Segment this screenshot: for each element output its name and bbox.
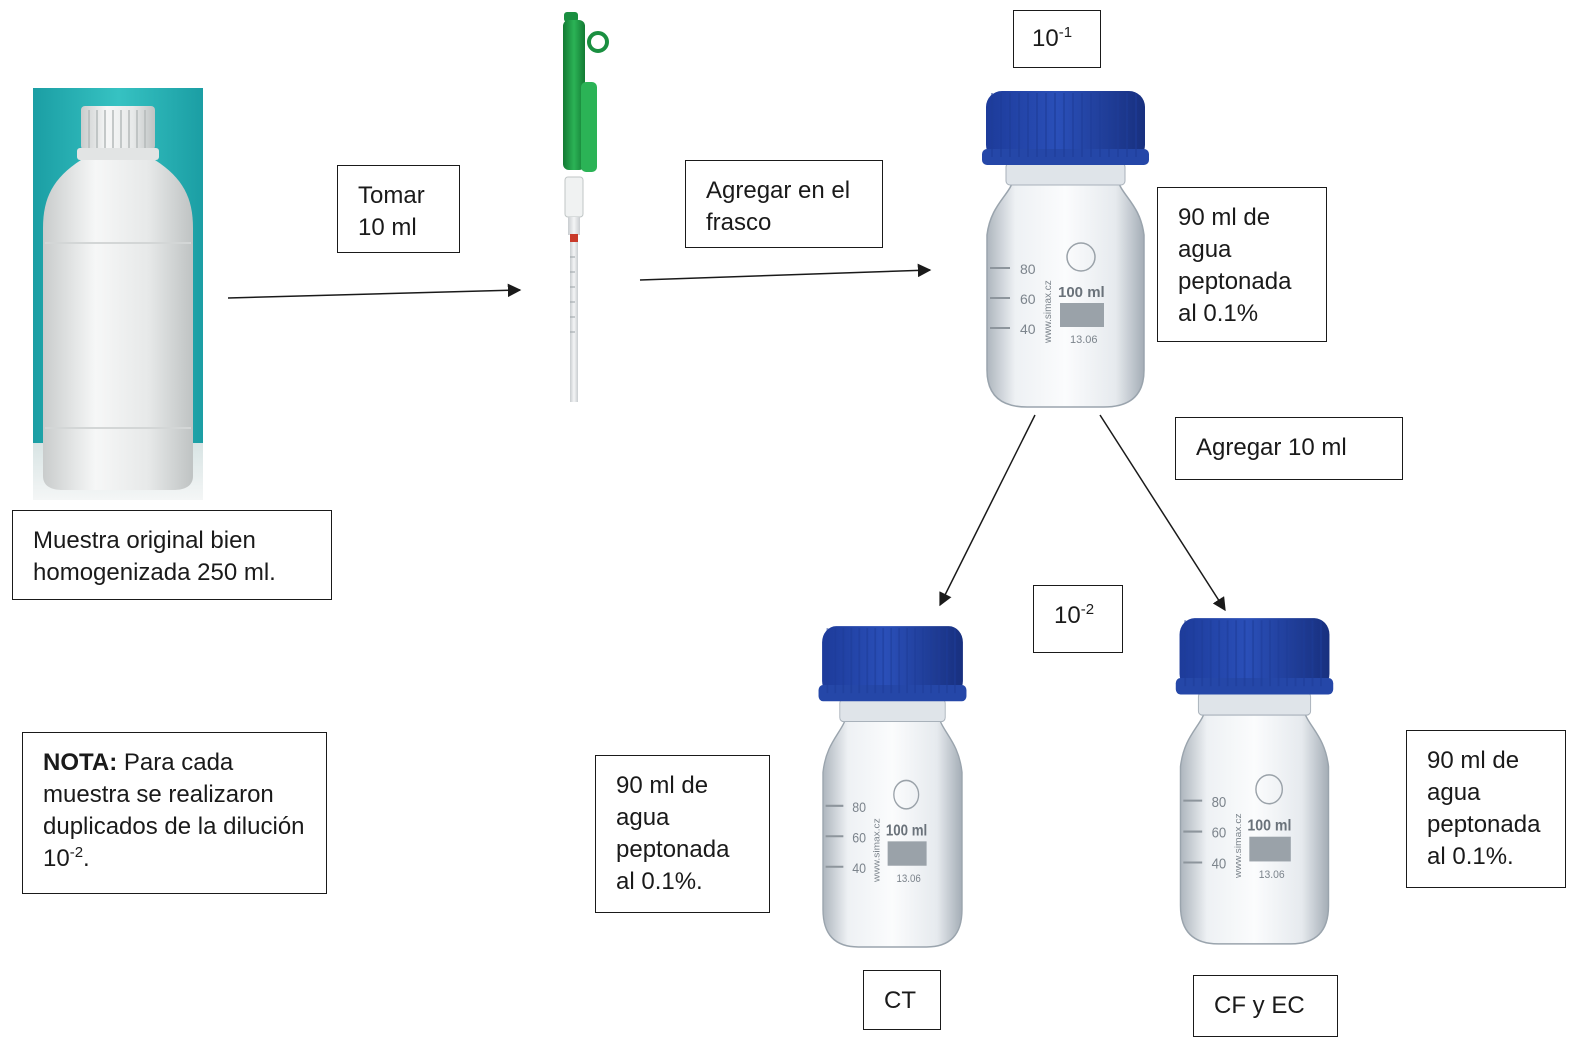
note-text: Para cada muestra se realizaron duplicad…: [43, 749, 305, 872]
cf-ec-label: CF y EC: [1193, 975, 1338, 1037]
water-right-label: 90 ml de agua peptonada al 0.1%.: [1406, 730, 1566, 888]
sample-label-text: Muestra original bien homogenizada 250 m…: [33, 527, 276, 586]
ct-label: CT: [863, 970, 941, 1030]
graduation-60: 60: [852, 830, 866, 846]
volume-print: 100 ml: [1247, 818, 1291, 835]
note-bold-label: NOTA:: [43, 749, 118, 776]
add-10ml-label: Agregar 10 ml: [1175, 417, 1403, 480]
brand-print: www.simax.cz: [1233, 813, 1243, 879]
pipette-controller-image: [563, 12, 609, 402]
dilution-10-1-label: 10-1: [1013, 10, 1101, 68]
take-10ml-label: Tomar 10 ml: [337, 165, 460, 253]
note-box: NOTA: Para cada muestra se realizaron du…: [22, 732, 327, 894]
lab-bottle-ct-image: 80 60 40 www.simax.cz 100 ml 13.06: [818, 626, 967, 948]
sample-bottle-image: [33, 88, 203, 500]
code-print: 13.06: [1070, 334, 1098, 346]
ct-text: CT: [884, 987, 916, 1014]
graduation-40: 40: [1212, 855, 1227, 872]
note-exponent: -2: [69, 844, 84, 861]
add-to-flask-text: Agregar en el frasco: [706, 177, 851, 236]
arrow-bottle-to-cfec: [1099, 414, 1226, 612]
water-left-label: 90 ml de agua peptonada al 0.1%.: [595, 755, 770, 913]
volume-print: 100 ml: [1058, 284, 1105, 301]
arrow-pipette-to-bottle: [639, 263, 932, 281]
lab-bottle-cfec-image: 80 60 40 www.simax.cz 100 ml 13.06: [1175, 618, 1334, 945]
graduation-80: 80: [1020, 261, 1036, 277]
graduation-40: 40: [1020, 321, 1036, 337]
add-10ml-text: Agregar 10 ml: [1196, 434, 1347, 461]
water-top-label: 90 ml de agua peptonada al 0.1%: [1157, 187, 1327, 342]
brand-print: www.simax.cz: [872, 818, 882, 883]
brand-print: www.simax.cz: [1043, 280, 1054, 344]
take-10ml-text: Tomar 10 ml: [358, 182, 425, 241]
code-print: 13.06: [896, 873, 921, 885]
dilution-10-2-label: 10-2: [1033, 585, 1123, 653]
water-top-text: 90 ml de agua peptonada al 0.1%: [1178, 204, 1292, 327]
volume-print: 100 ml: [886, 822, 927, 839]
arrow-sample-to-pipette: [227, 283, 522, 299]
add-to-flask-label: Agregar en el frasco: [685, 160, 883, 248]
arrow-bottle-to-ct: [939, 414, 1036, 607]
code-print: 13.06: [1259, 869, 1285, 882]
graduation-80: 80: [852, 799, 866, 815]
lab-bottle-top-image: 80 60 40 www.simax.cz 100 ml 13.06: [982, 91, 1149, 408]
dilution-10-1-exponent: -1: [1058, 24, 1073, 41]
dilution-10-1-base: 10: [1032, 25, 1059, 52]
graduation-80: 80: [1212, 793, 1227, 810]
dilution-10-2-base: 10: [1054, 602, 1081, 629]
water-left-text: 90 ml de agua peptonada al 0.1%.: [616, 772, 730, 895]
note-end: .: [83, 845, 90, 872]
cf-ec-text: CF y EC: [1214, 992, 1305, 1019]
graduation-60: 60: [1020, 291, 1036, 307]
dilution-10-2-exponent: -2: [1080, 601, 1095, 618]
graduation-40: 40: [852, 860, 866, 876]
sample-label: Muestra original bien homogenizada 250 m…: [12, 510, 332, 600]
graduation-60: 60: [1212, 824, 1227, 841]
water-right-text: 90 ml de agua peptonada al 0.1%.: [1427, 747, 1541, 870]
